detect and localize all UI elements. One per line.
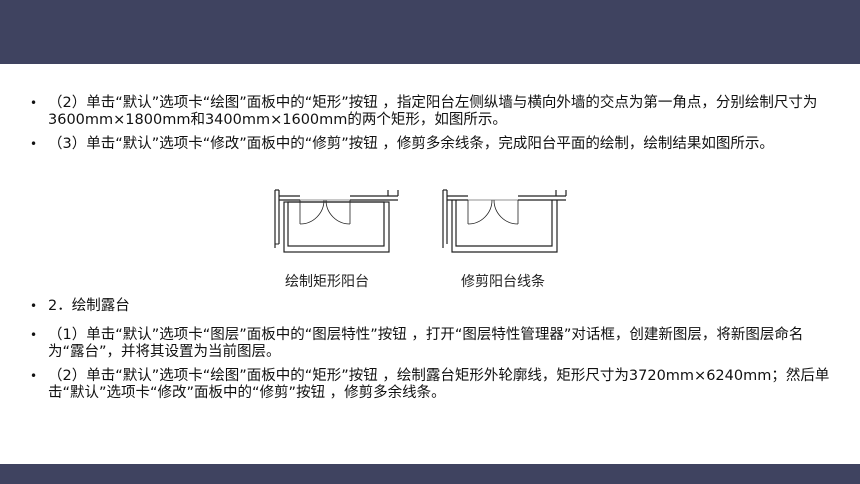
figure-draw-rect-balcony <box>270 188 405 256</box>
paragraph-text: （2）单击“默认”选项卡“绘图”面板中的“矩形”按钮 ，指定阳台左侧纵墙与横向外… <box>48 95 818 128</box>
balcony-trimmed-drawing <box>442 189 567 253</box>
paragraph-terrace-step-2: • （2）单击“默认”选项卡“绘图”面板中的“矩形”按钮 ，绘制露台矩形外轮廓线… <box>30 368 830 402</box>
paragraph-text: 2．绘制露台 <box>48 298 130 314</box>
bullet: • <box>30 369 38 383</box>
section-heading-terrace: • 2．绘制露台 <box>30 298 830 315</box>
balcony-rectangles-drawing <box>274 189 399 253</box>
paragraph-terrace-step-1: • （1）单击“默认”选项卡“图层”面板中的“图层特性”按钮 ，打开“图层特性管… <box>30 327 830 361</box>
bullet: • <box>30 299 38 313</box>
figure-caption-right: 修剪阳台线条 <box>461 274 545 290</box>
bullet: • <box>30 96 38 110</box>
figure-caption-left: 绘制矩形阳台 <box>285 274 369 290</box>
paragraph-step-2: • （2）单击“默认”选项卡“绘图”面板中的“矩形”按钮 ，指定阳台左侧纵墙与横… <box>30 95 830 129</box>
footer-band <box>0 464 860 484</box>
paragraph-step-3: • （3）单击“默认”选项卡“修改”面板中的“修剪”按钮 ，修剪多余线条，完成阳… <box>30 136 830 153</box>
paragraph-text: （1）单击“默认”选项卡“图层”面板中的“图层特性”按钮 ，打开“图层特性管理器… <box>48 327 804 360</box>
paragraph-text: （2）单击“默认”选项卡“绘图”面板中的“矩形”按钮 ，绘制露台矩形外轮廓线，矩… <box>48 368 830 401</box>
bullet: • <box>30 328 38 342</box>
paragraph-text: （3）单击“默认”选项卡“修改”面板中的“修剪”按钮 ，修剪多余线条，完成阳台平… <box>48 136 774 152</box>
figure-trim-balcony <box>438 188 573 256</box>
bullet: • <box>30 137 38 151</box>
header-band <box>0 0 860 64</box>
